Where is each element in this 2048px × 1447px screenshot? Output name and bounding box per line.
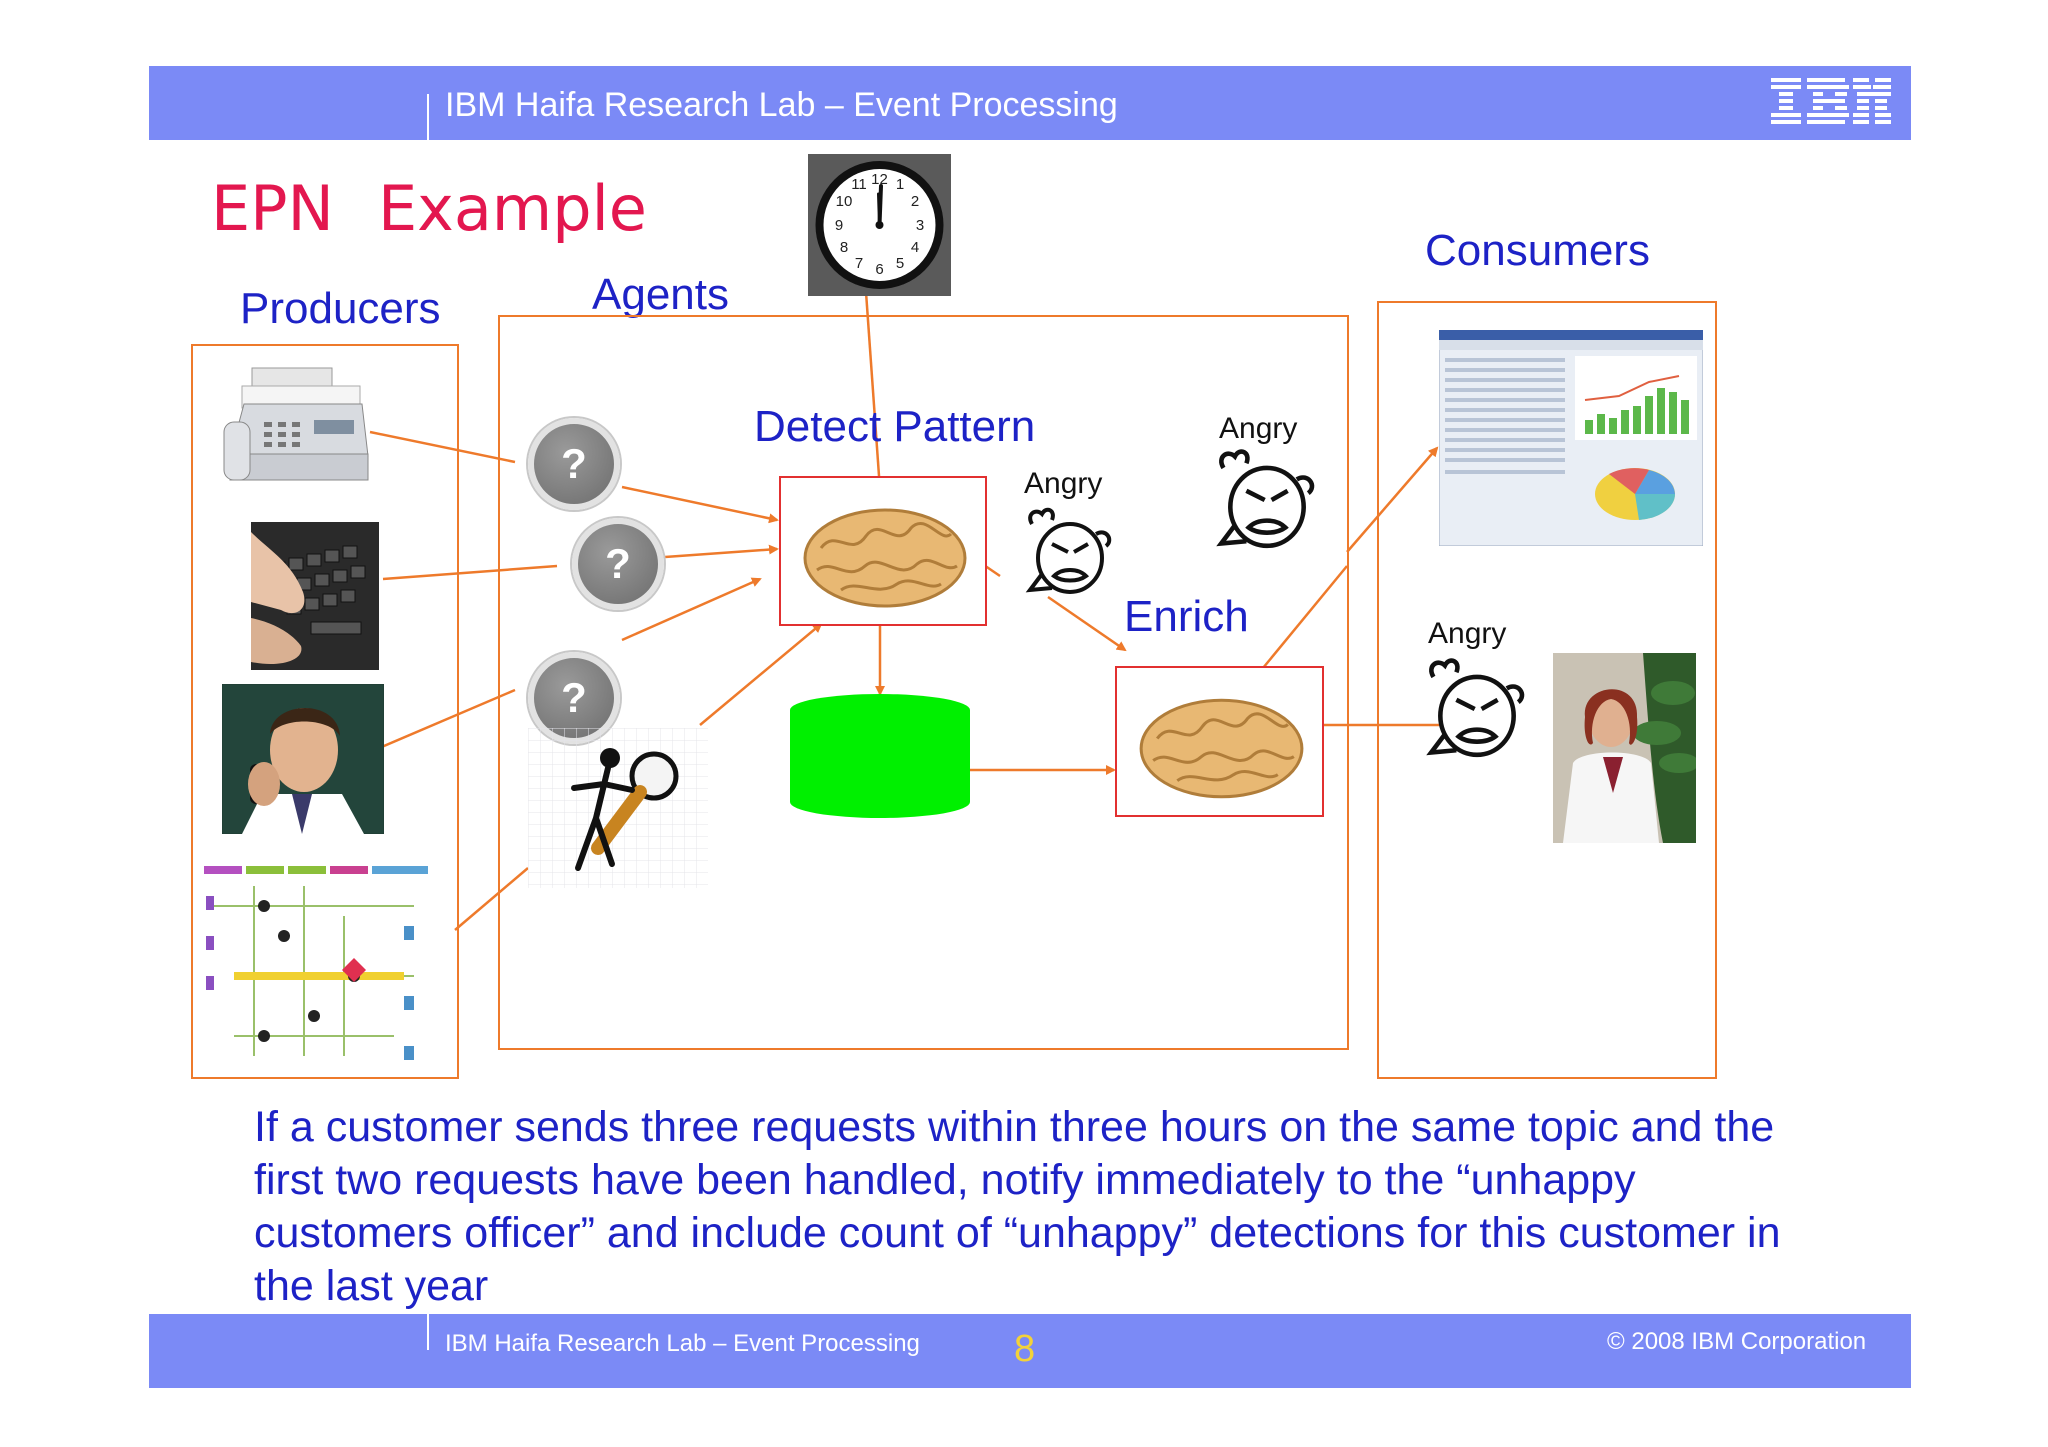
line-clock-detect	[864, 291, 885, 492]
clock-number: 9	[835, 217, 843, 234]
line-angry-enrich	[1047, 595, 1127, 652]
agent-question-1: ?	[528, 418, 620, 510]
clock-number: 2	[911, 193, 919, 210]
angry-face-icon	[1216, 449, 1315, 549]
clock-number: 12	[871, 171, 888, 188]
dashboard-screenshot-icon	[1439, 330, 1703, 546]
line-magnifier-detect	[699, 622, 823, 726]
header-divider	[427, 94, 429, 140]
line-process-agent	[454, 867, 529, 931]
agents-box	[498, 315, 1349, 1050]
line-q2-detect	[664, 544, 779, 559]
brain-icon	[803, 508, 967, 608]
header-band: IBM Haifa Research Lab – Event Processin…	[149, 66, 1911, 140]
slide-title: EPN Example	[211, 172, 647, 245]
footer-title: IBM Haifa Research Lab – Event Processin…	[445, 1330, 920, 1357]
clock-number: 11	[851, 176, 867, 193]
footer-band: IBM Haifa Research Lab – Event Processin…	[149, 1314, 1911, 1388]
clock-number: 3	[916, 217, 924, 234]
brain-icon	[1139, 698, 1304, 799]
producers-box	[191, 344, 459, 1079]
agent-question-2: ?	[572, 518, 664, 610]
header-title: IBM Haifa Research Lab – Event Processin…	[445, 86, 1118, 124]
keyboard-typing-icon	[251, 522, 379, 670]
line-enrich-dashboard-b	[1346, 446, 1439, 553]
slide-title-part1: EPN	[211, 172, 334, 245]
consumers-label: Consumers	[1425, 226, 1650, 275]
enrich-label: Enrich	[1124, 592, 1249, 641]
description-text: If a customer sends three requests withi…	[254, 1103, 1781, 1310]
clock-number: 8	[840, 239, 848, 256]
angry-label-3: Angry	[1428, 617, 1507, 650]
clock-number: 5	[896, 255, 904, 272]
page-number: 8	[1014, 1328, 1036, 1370]
magnifier-figure-icon	[528, 728, 708, 888]
line-q1-detect	[621, 485, 779, 524]
clock-number: 7	[855, 255, 863, 272]
fax-machine-icon	[223, 367, 369, 481]
database-icon	[790, 694, 970, 818]
clock-number: 10	[836, 193, 853, 210]
copyright-text: © 2008 IBM Corporation	[1607, 1328, 1867, 1355]
consumers-box	[1377, 301, 1717, 1079]
clock-number: 4	[911, 239, 919, 256]
angry-face-icon	[1025, 507, 1112, 594]
enrich-box	[1115, 666, 1324, 817]
footer-divider	[427, 1314, 429, 1350]
clock-number: 1	[896, 176, 904, 193]
producers-label: Producers	[240, 284, 441, 333]
line-fax-agent	[369, 430, 516, 464]
line-phone-agent	[369, 688, 516, 754]
slide-title-part2: Example	[377, 172, 647, 245]
clock-icon: 12 1 2 3 4 5 6 7 8 9 10 11	[808, 154, 951, 296]
angry-label-1: Angry	[1024, 467, 1103, 500]
ibm-logo-icon	[1771, 78, 1891, 124]
line-enrich-dashboard-a	[1262, 565, 1348, 669]
process-flow-icon	[194, 866, 434, 1072]
line-keyboard-agent	[382, 564, 558, 581]
angry-label-2: Angry	[1219, 412, 1298, 445]
detect-pattern-label: Detect Pattern	[754, 402, 1036, 451]
angry-face-icon	[1426, 658, 1525, 758]
agents-label: Agents	[592, 270, 729, 319]
businessman-phone-icon	[222, 684, 384, 834]
line-q3-detect	[621, 577, 762, 642]
detect-pattern-box	[779, 476, 987, 626]
customer-officer-photo-icon	[1553, 653, 1696, 843]
clock-number: 6	[875, 261, 883, 278]
